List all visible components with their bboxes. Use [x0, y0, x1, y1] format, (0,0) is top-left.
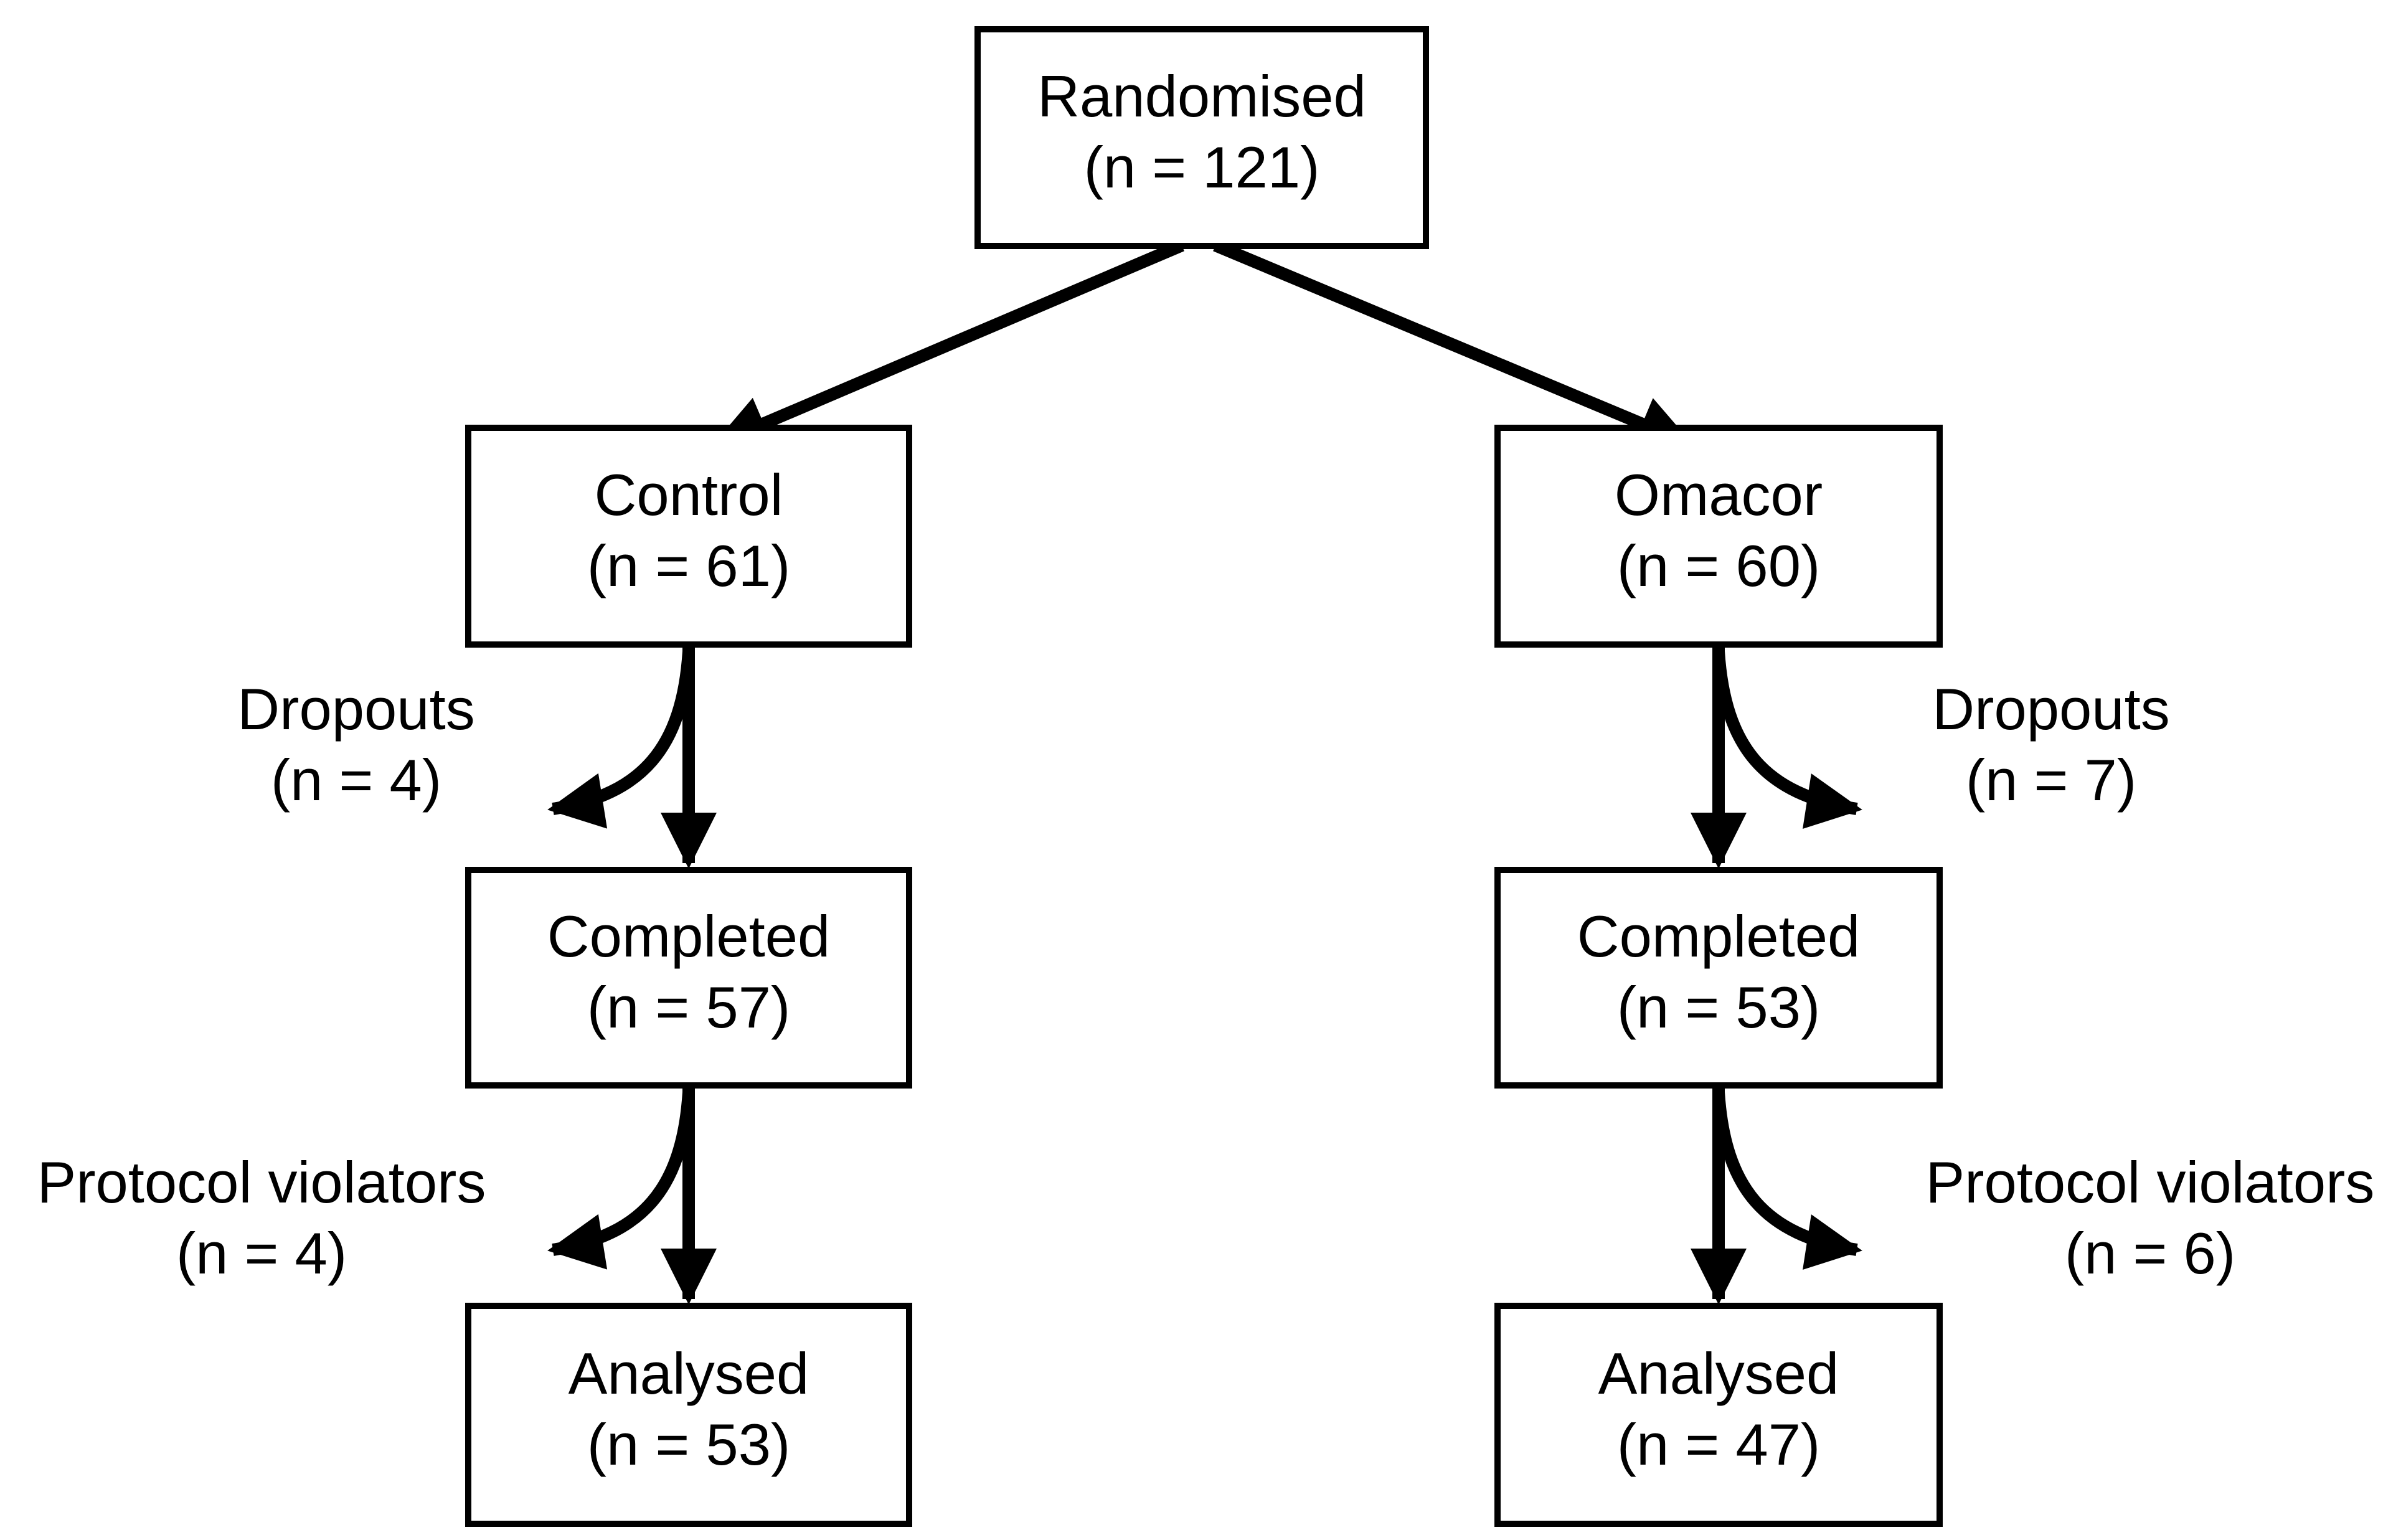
- arrow-randomised-to-control: [712, 239, 1184, 450]
- arrow-omacor-violators-curve: [1712, 1092, 1862, 1270]
- label-omacor-dropouts-count: (n = 7): [1965, 747, 2137, 813]
- label-control-violators: Protocol violators (n = 4): [0, 1147, 573, 1288]
- label-omacor-dropouts-text: Dropouts: [1932, 676, 2170, 742]
- node-omacor-label: Omacor: [1614, 462, 1823, 528]
- node-control-completed-label: Completed: [547, 904, 831, 970]
- arrow-omacor-dropouts-curve: [1712, 651, 1862, 829]
- label-control-violators-text: Protocol violators: [37, 1150, 486, 1215]
- label-omacor-dropouts: Dropouts (n = 7): [1833, 674, 2269, 815]
- label-control-dropouts-count: (n = 4): [270, 747, 442, 813]
- node-omacor-analysed-label: Analysed: [1598, 1341, 1839, 1407]
- node-control-label: Control: [594, 462, 783, 528]
- node-control: Control (n = 61): [465, 425, 912, 648]
- node-randomised-count: (n = 121): [1083, 135, 1320, 200]
- node-control-analysed: Analysed (n = 53): [465, 1303, 912, 1527]
- node-control-completed: Completed (n = 57): [465, 867, 912, 1089]
- node-omacor: Omacor (n = 60): [1494, 425, 1943, 648]
- node-omacor-count: (n = 60): [1616, 533, 1821, 598]
- node-omacor-analysed-count: (n = 47): [1616, 1412, 1821, 1477]
- node-randomised-label: Randomised: [1037, 64, 1366, 130]
- label-omacor-violators-text: Protocol violators: [1925, 1150, 2375, 1215]
- node-control-completed-count: (n = 57): [587, 975, 791, 1040]
- label-control-dropouts-text: Dropouts: [237, 676, 475, 742]
- node-control-analysed-count: (n = 53): [587, 1412, 791, 1477]
- node-randomised: Randomised (n = 121): [974, 26, 1429, 249]
- node-control-analysed-label: Analysed: [568, 1341, 809, 1407]
- label-control-dropouts: Dropouts (n = 4): [138, 674, 574, 815]
- arrow-control-dropouts-curve: [547, 651, 695, 829]
- node-omacor-completed-label: Completed: [1577, 904, 1861, 970]
- arrow-randomised-to-omacor: [1213, 239, 1694, 450]
- node-omacor-analysed: Analysed (n = 47): [1494, 1303, 1943, 1527]
- node-control-count: (n = 61): [587, 533, 791, 598]
- label-omacor-violators-count: (n = 6): [2064, 1220, 2236, 1286]
- label-omacor-violators: Protocol violators (n = 6): [1839, 1147, 2406, 1288]
- arrow-control-violators-curve: [547, 1092, 695, 1270]
- node-omacor-completed-count: (n = 53): [1616, 975, 1821, 1040]
- label-control-violators-count: (n = 4): [176, 1220, 347, 1286]
- node-omacor-completed: Completed (n = 53): [1494, 867, 1943, 1089]
